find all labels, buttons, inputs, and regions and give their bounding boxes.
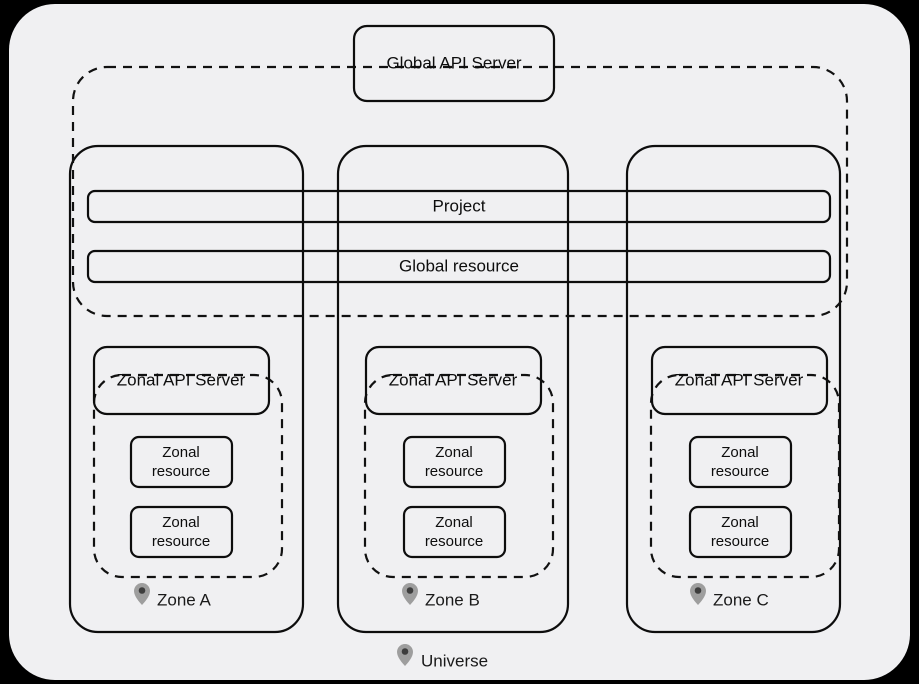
zone-b-resource-0-box <box>402 435 507 489</box>
zone-a-inner-group: Zonal API Server Zonal resource Zonal re… <box>92 345 284 609</box>
zone-b-dashed-boundary <box>363 373 555 579</box>
zone-c-dashed-boundary <box>649 373 841 579</box>
global-api-server-box <box>352 24 556 103</box>
global-api-server-label: Global API Server <box>386 53 521 72</box>
project-bar[interactable]: Project <box>86 189 832 224</box>
zone-b-api-server-label: Zonal API Server <box>389 370 518 389</box>
zone-a-api-server-node[interactable]: Zonal API Server <box>92 345 271 416</box>
zone-c-resource-1-line2: resource <box>711 533 769 550</box>
zone-c-resource-0-line2: resource <box>711 463 769 480</box>
zone-a-api-server-box <box>92 345 271 416</box>
zone-c-resource-0-box <box>688 435 793 489</box>
zone-a-resource-1-box <box>129 505 234 559</box>
zone-c-resource-0-line1: Zonal <box>721 444 759 461</box>
zone-column-zone-c[interactable] <box>625 144 842 634</box>
zone-b-resource-1-line1: Zonal <box>435 514 473 531</box>
zone-c-api-server-box <box>650 345 829 416</box>
project-label: Project <box>433 196 486 215</box>
zone-a-api-server-label: Zonal API Server <box>117 370 246 389</box>
zone-c-inner-group: Zonal API Server Zonal resource Zonal re… <box>649 345 841 609</box>
zone-b-resource-0-line2: resource <box>425 463 483 480</box>
zone-a-resource-1[interactable]: Zonal resource <box>129 505 234 559</box>
canvas-surface <box>9 4 910 680</box>
zone-c-resource-1[interactable]: Zonal resource <box>688 505 793 559</box>
global-api-server-node[interactable]: Global API Server <box>352 24 556 103</box>
zone-b-resource-0-line1: Zonal <box>435 444 473 461</box>
zone-a-dashed-boundary <box>92 373 284 579</box>
zone-c-resource-1-line1: Zonal <box>721 514 759 531</box>
zone-a-resource-0-line2: resource <box>152 463 210 480</box>
global-resource-bar-box <box>86 249 832 284</box>
universe-pin-icon <box>397 644 413 666</box>
universe-label: Universe <box>421 651 488 670</box>
zone-c-container <box>625 144 842 634</box>
global-resource-label: Global resource <box>399 256 519 275</box>
zone-b-label: Zone B <box>425 590 480 609</box>
global-resource-bar[interactable]: Global resource <box>86 249 832 284</box>
zone-a-container <box>68 144 305 634</box>
zone-a-resource-1-line1: Zonal <box>162 514 200 531</box>
zone-c-api-server-node[interactable]: Zonal API Server <box>650 345 829 416</box>
zone-b-inner-group: Zonal API Server Zonal resource Zonal re… <box>363 345 555 609</box>
zone-a-resource-0-line1: Zonal <box>162 444 200 461</box>
zone-b-resource-1-box <box>402 505 507 559</box>
zone-column-zone-b[interactable] <box>336 144 570 634</box>
global-scope-dashed-boundary <box>71 65 849 318</box>
zone-column-zone-a[interactable] <box>68 144 305 634</box>
zone-b-resource-1-line2: resource <box>425 533 483 550</box>
zone-b-resource-1[interactable]: Zonal resource <box>402 505 507 559</box>
zone-b-pin-icon <box>402 583 418 605</box>
zone-c-pin-icon <box>690 583 706 605</box>
zone-c-resource-0[interactable]: Zonal resource <box>688 435 793 489</box>
zone-c-resource-1-box <box>688 505 793 559</box>
zone-a-resource-1-line2: resource <box>152 533 210 550</box>
zone-b-resource-0[interactable]: Zonal resource <box>402 435 507 489</box>
zone-c-api-server-label: Zonal API Server <box>675 370 804 389</box>
zone-a-resource-0-box <box>129 435 234 489</box>
zone-b-api-server-box <box>364 345 543 416</box>
zone-b-container <box>336 144 570 634</box>
zone-a-resource-0[interactable]: Zonal resource <box>129 435 234 489</box>
zone-b-api-server-node[interactable]: Zonal API Server <box>364 345 543 416</box>
zone-a-pin-icon <box>134 583 150 605</box>
project-bar-box <box>86 189 832 224</box>
zone-a-label: Zone A <box>157 590 212 609</box>
zone-c-label: Zone C <box>713 590 769 609</box>
